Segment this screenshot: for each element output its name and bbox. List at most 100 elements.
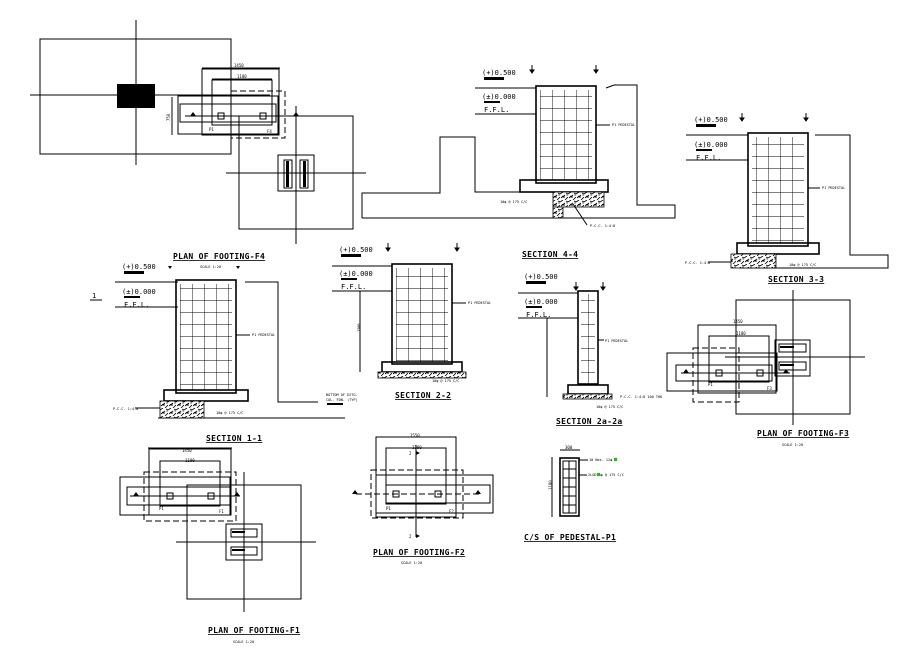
dim-height: 1180 bbox=[548, 480, 553, 490]
footing-tag: F2 bbox=[449, 509, 454, 514]
rebar-label: 10φ @ 175 C/C bbox=[789, 263, 816, 267]
bottom-note-1: BOTTOM OF EXTG. bbox=[326, 393, 358, 397]
footing-outline bbox=[736, 242, 820, 255]
pcc-bed bbox=[562, 393, 613, 400]
level-top: (+)0.500 bbox=[694, 116, 728, 124]
footing-tag: F4 bbox=[267, 129, 272, 134]
ffl-label: F.F.L. bbox=[484, 106, 509, 114]
bottom-note-2: COL. FDN. (TYP) bbox=[326, 398, 358, 402]
pedestal-outline bbox=[535, 85, 597, 184]
pcc-bed bbox=[730, 253, 777, 269]
cut-marker: 1 bbox=[92, 292, 96, 300]
plan-f3-scale: SCALE 1:20 bbox=[782, 443, 803, 447]
ffl-label: F.F.L. bbox=[526, 311, 551, 319]
plan-f3-title: PLAN OF FOOTING-F3 bbox=[757, 429, 849, 438]
existing-column bbox=[117, 84, 155, 108]
plan-footing-f4: 1450 1180 750 P1 F4 PLAN OF FOOTING-F4 S… bbox=[30, 20, 366, 269]
section-2a-2a-title: SECTION 2a-2a bbox=[556, 417, 623, 426]
section-4-4-title: SECTION 4-4 bbox=[522, 250, 578, 259]
plan-f1-title: PLAN OF FOOTING-F1 bbox=[208, 626, 300, 635]
plan-footing-f1: 1450 1180 P1 F1 PLAN OF FOOTING-F1 SCALE… bbox=[119, 448, 316, 644]
tie-beam-inner bbox=[179, 103, 277, 123]
new-footing-outline bbox=[697, 324, 777, 394]
pcc-label: P.C.C. 1:4:8 bbox=[590, 224, 615, 228]
rebar-label: 10φ @ 175 C/C bbox=[216, 411, 243, 415]
level-ffl: (±)0.000 bbox=[122, 288, 156, 296]
marker-bottom: 2 bbox=[409, 534, 412, 539]
pedestal-tag: P1 bbox=[209, 127, 214, 132]
footing-outline bbox=[519, 179, 609, 193]
rebar-label: 10φ @ 175 C/C bbox=[596, 405, 623, 409]
dim-outer: 1450 bbox=[234, 63, 244, 68]
dim-inner: 1180 bbox=[412, 445, 422, 450]
dim-inner: 1180 bbox=[185, 458, 195, 463]
pedestal-outline bbox=[559, 457, 580, 517]
plan-footing-f2: 1550 1180 P1 F2 2 2 PLAN OF FOOTING-F2 S… bbox=[352, 433, 494, 565]
pcc-bed bbox=[159, 400, 205, 419]
section-arrow-icon bbox=[190, 112, 196, 116]
rebar-grid bbox=[752, 137, 804, 243]
dashed-outline bbox=[230, 90, 286, 139]
footing-tag: F1 bbox=[219, 509, 224, 514]
marker-top: 2 bbox=[409, 451, 412, 456]
pedestal-outline bbox=[391, 263, 453, 365]
pedestal-label: P1 PEDESTAL bbox=[605, 339, 628, 343]
new-footing-outline bbox=[201, 68, 280, 136]
footing-outline bbox=[567, 384, 609, 395]
section-1-1: 1 (+)0.500 (±)0.000 F.F.L. P1 PEDESTAL 1… bbox=[90, 263, 358, 449]
ties-label: 2LGD 8φ @ 175 C/C bbox=[588, 473, 624, 477]
tie-beam bbox=[666, 352, 778, 392]
highlight-mark bbox=[597, 473, 600, 476]
level-top: (+)0.500 bbox=[339, 246, 373, 254]
pedestal-label: P1 PEDESTAL bbox=[468, 301, 491, 305]
dim-side-a: 750 bbox=[166, 113, 171, 121]
pcc-label: P.C.C. 1:4:8 bbox=[113, 407, 138, 411]
section-2-2-title: SECTION 2-2 bbox=[395, 391, 451, 400]
plan-footing-f3: 1450 1180 P1 F3 PLAN OF FOOTING-F3 SCALE… bbox=[666, 290, 865, 447]
pcc-label: P.C.C. 1:4:8 100 THK bbox=[620, 395, 663, 399]
plan-f4-title: PLAN OF FOOTING-F4 bbox=[173, 252, 265, 261]
pedestal-label: P1 PEDESTAL bbox=[822, 186, 845, 190]
level-ffl: (±)0.000 bbox=[482, 93, 516, 101]
section-2a-2a: (+)0.500 (±)0.000 F.F.L. P1 PEDESTAL P.C… bbox=[518, 273, 663, 426]
section-3-3: (+)0.500 (±)0.000 F.F.L. P1 PEDESTAL 10φ… bbox=[685, 113, 889, 284]
rebar-label: 10φ @ 175 C/C bbox=[432, 379, 459, 383]
pedestal-tag: P1 bbox=[708, 382, 713, 387]
footing-tag: F3 bbox=[767, 386, 772, 391]
level-top: (+)0.500 bbox=[524, 273, 558, 281]
ffl-label: F.F.L. bbox=[696, 154, 721, 162]
ffl-label: F.F.L. bbox=[124, 301, 149, 309]
dim-outer: 1450 bbox=[733, 319, 743, 324]
dim-outer: 1450 bbox=[182, 448, 192, 453]
rebar-grid bbox=[540, 90, 592, 180]
level-ffl: (±)0.000 bbox=[694, 141, 728, 149]
pedestal-outline bbox=[747, 132, 809, 247]
level-ffl: (±)0.000 bbox=[339, 270, 373, 278]
pedestal-mark bbox=[217, 112, 225, 120]
dim-inner: 1180 bbox=[736, 331, 746, 336]
dim-inner: 1180 bbox=[237, 74, 247, 79]
plan-f1-scale: SCALE 1:20 bbox=[233, 640, 254, 644]
rebar-grid bbox=[180, 284, 232, 390]
dim-outer: 1550 bbox=[410, 433, 420, 438]
plan-f4-scale: SCALE 1:20 bbox=[200, 265, 221, 269]
pedestal-cross-section: 300 1180 10 Nos. 12φ 2LGD 8φ @ 175 C/C C… bbox=[524, 445, 624, 542]
section-1-1-title: SECTION 1-1 bbox=[206, 434, 262, 443]
dim-width: 300 bbox=[565, 445, 573, 450]
plan-f2-scale: SCALE 1:20 bbox=[401, 561, 422, 565]
level-top: (+)0.500 bbox=[482, 69, 516, 77]
rebar-grid bbox=[396, 268, 448, 362]
section-4-4: (+)0.500 (±)0.000 F.F.L. P1 PEDESTAL 10φ… bbox=[361, 65, 676, 259]
main-bars-label: 10 Nos. 12φ bbox=[589, 458, 612, 462]
dim-height: 1500 bbox=[357, 324, 361, 332]
rebar-label: 10φ @ 175 C/C bbox=[500, 200, 527, 204]
section-3-3-title: SECTION 3-3 bbox=[768, 275, 824, 284]
level-ffl: (±)0.000 bbox=[524, 298, 558, 306]
pedestal-tag: P1 bbox=[159, 506, 164, 511]
pcc-label: P.C.C. 1:4:8 bbox=[685, 261, 710, 265]
pedestal-label: P1 PEDESTAL bbox=[612, 123, 635, 127]
ffl-label: F.F.L. bbox=[341, 283, 366, 291]
section-2-2: (+)0.500 (±)0.000 F.F.L. 1500 P1 PEDESTA… bbox=[332, 243, 491, 400]
pcc-bed bbox=[377, 371, 467, 379]
